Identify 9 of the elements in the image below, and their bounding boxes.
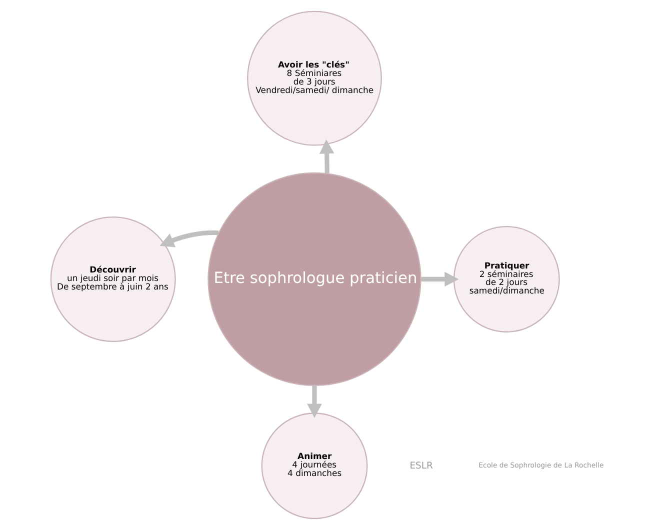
label: ESLR: [410, 460, 433, 472]
arrow: [307, 386, 322, 418]
node-circle: Etre sophrologue praticien: [208, 172, 422, 386]
node-circle: Avoir les "clés" 8 Séminiares de 3 jours Vendredi/samedi/ dimanche: [247, 10, 382, 146]
arrow: [421, 272, 459, 287]
node-circle: Animer 4 journées 4 dimanches: [261, 412, 368, 520]
arrow: [319, 139, 334, 174]
node-circle: Pratiquer 2 séminaires de 2 jours samedi/dimanche: [453, 226, 560, 332]
arrow: [160, 230, 219, 248]
